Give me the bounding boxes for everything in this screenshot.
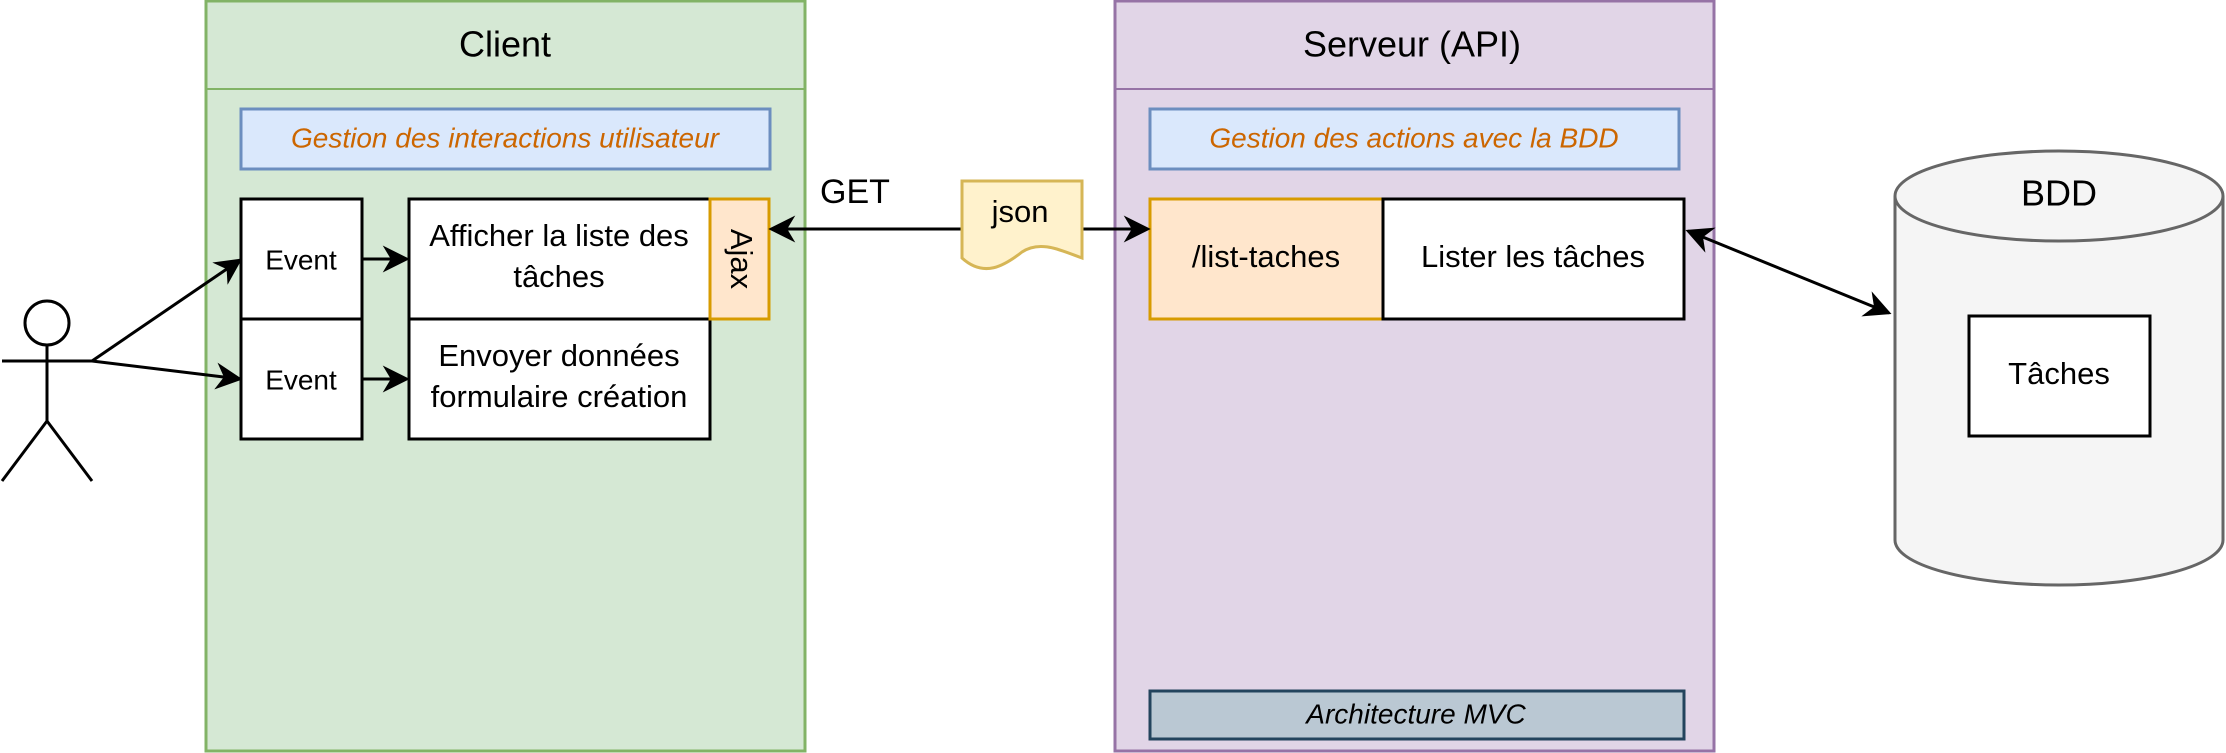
client-subtitle-box: Gestion des interactions utilisateur [239, 107, 772, 171]
server-action-box: Lister les tâches [1381, 197, 1686, 321]
ajax-box: Ajax [708, 197, 771, 321]
server-subtitle-box: Gestion des actions avec la BDD [1148, 107, 1681, 171]
arrow-actor-to-event-1 [91, 258, 243, 363]
action-create-line-2: formulaire création [431, 379, 688, 414]
arrow-actor-to-event-2 [91, 359, 243, 390]
event-box-2: Event [239, 317, 364, 441]
mvc-box: Architecture MVC [1148, 689, 1686, 741]
get-label: GET [820, 173, 890, 211]
event-box-1: Event [239, 197, 364, 321]
server-subtitle: Gestion des actions avec la BDD [1209, 122, 1618, 153]
action-list-line-1: Afficher la liste des [429, 218, 689, 253]
user-actor [0, 299, 94, 482]
table-box: Tâches [1967, 314, 2152, 438]
server-title: Serveur (API) [1303, 24, 1521, 65]
table-label: Tâches [2008, 356, 2110, 391]
route-box: /list-taches [1148, 197, 1385, 321]
client-subtitle: Gestion des interactions utilisateur [291, 122, 721, 153]
event-label-2: Event [265, 364, 337, 395]
database-title: BDD [2021, 173, 2097, 214]
action-list-line-2: tâches [513, 259, 604, 294]
route-label: /list-taches [1192, 239, 1340, 274]
client-title: Client [459, 24, 551, 65]
json-label: json [991, 194, 1049, 229]
mvc-label: Architecture MVC [1304, 698, 1526, 729]
server-action-label: Lister les tâches [1421, 239, 1645, 274]
arrow-server-database [1685, 227, 1892, 317]
ajax-label: Ajax [724, 229, 759, 290]
action-create-line-1: Envoyer données [438, 338, 679, 373]
event-label-1: Event [265, 244, 337, 275]
action-box-list: Afficher la liste des tâches [407, 197, 712, 321]
json-document: json [960, 179, 1084, 270]
action-box-create: Envoyer données formulaire création [407, 317, 712, 441]
